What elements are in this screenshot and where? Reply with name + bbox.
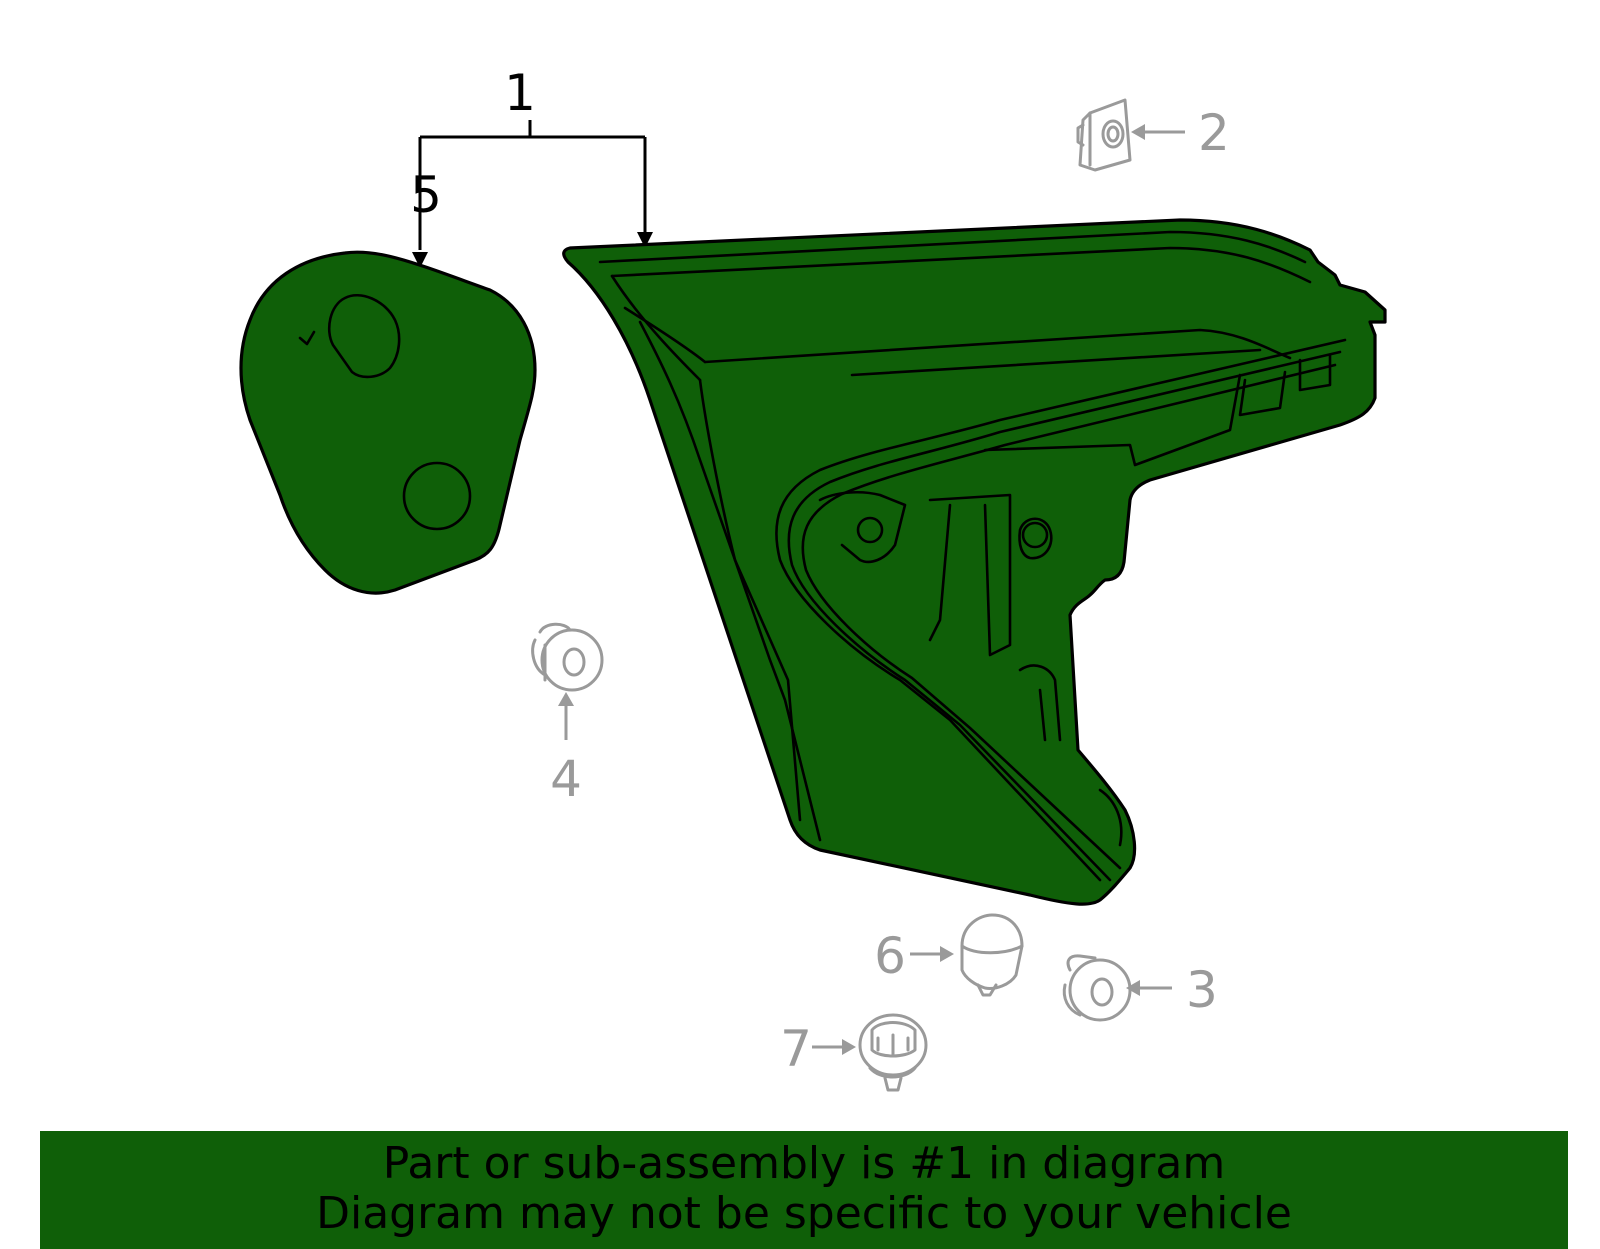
banner-line-1: Part or sub-assembly is #1 in diagram (382, 1138, 1226, 1189)
lamp-assembly-part-1 (562, 218, 1387, 906)
info-banner: Part or sub-assembly is #1 in diagram Di… (40, 1131, 1568, 1249)
banner-line-2: Diagram may not be specific to your vehi… (316, 1188, 1292, 1239)
callout-2: 2 (1198, 104, 1230, 162)
grommet-part-3: 3 (1062, 954, 1218, 1022)
cover-part-5 (239, 250, 537, 595)
callout-1-leader: 1 (412, 64, 653, 268)
push-pin-part-7: 7 (780, 1013, 928, 1092)
clip-part-4: 4 (531, 622, 604, 808)
callout-3: 3 (1186, 961, 1218, 1019)
nut-part-2: 2 (1076, 98, 1230, 172)
rivet-part-6: 6 (874, 913, 1024, 997)
callout-7: 7 (780, 1020, 812, 1078)
callout-5: 5 (410, 166, 442, 224)
callout-1: 1 (504, 64, 536, 122)
callout-6: 6 (874, 927, 906, 985)
callout-4: 4 (550, 750, 582, 808)
